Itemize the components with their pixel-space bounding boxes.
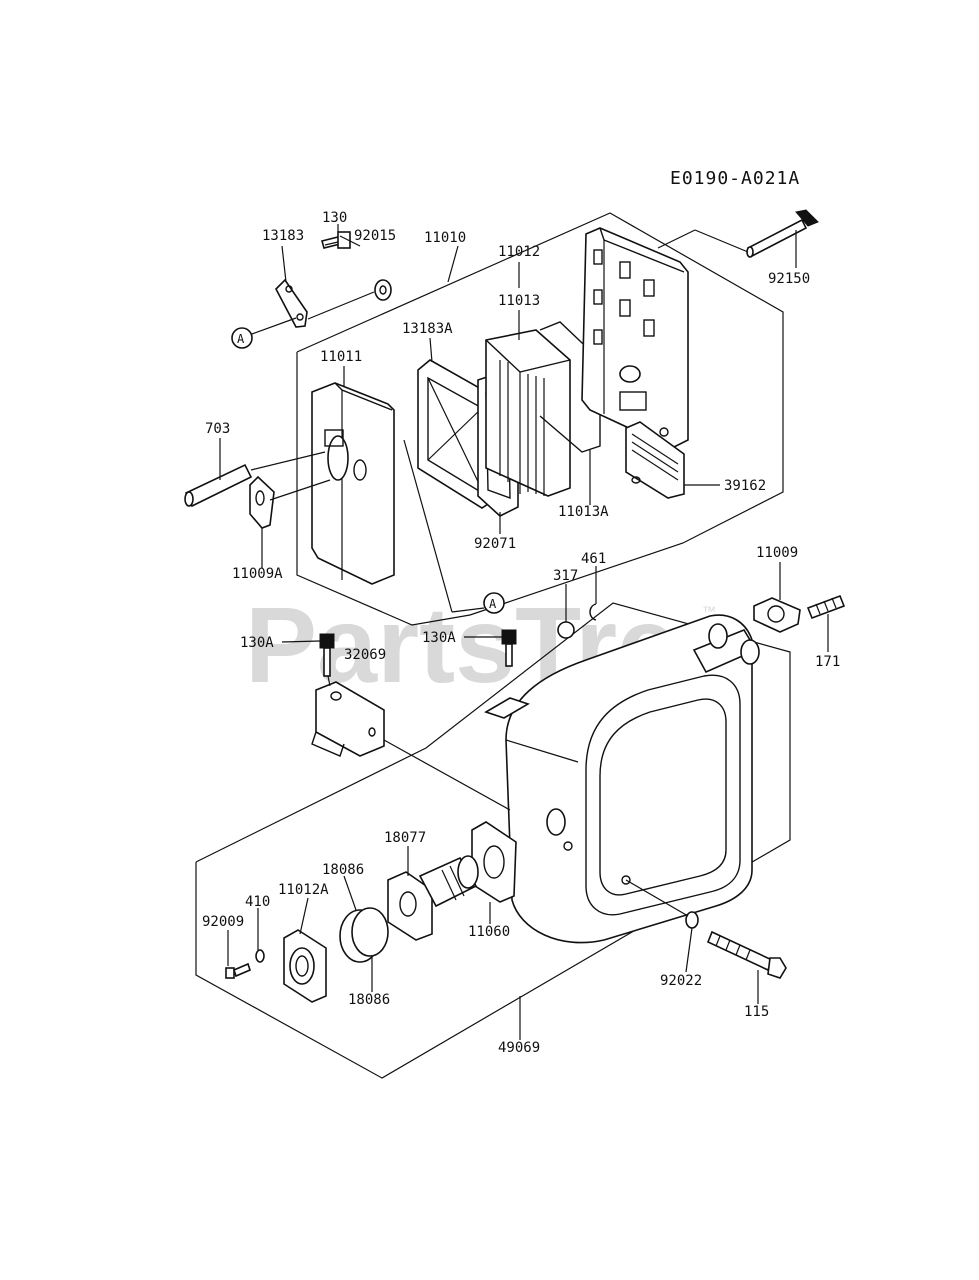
label-703: 703 [205,421,230,437]
bolt-130A-mid [501,629,517,667]
label-32069: 32069 [344,647,386,663]
bracket-13183 [275,278,308,328]
nut-92015 [374,279,392,301]
label-130A-mid: 130A [422,630,456,646]
label-11011: 11011 [320,349,362,365]
label-13183A: 13183A [402,321,453,337]
label-18086-top: 18086 [322,862,364,878]
label-130A-left: 130A [240,635,274,651]
muffler-boundary [195,602,791,1079]
label-11013: 11013 [498,293,540,309]
label-92071: 92071 [474,536,516,552]
cover-11012A [283,929,327,1003]
svg-text:A: A [237,332,245,346]
label-461: 461 [581,551,606,567]
svg-text:A: A [489,597,497,611]
gasket-11009A [249,475,275,529]
bolt-115 [706,930,787,979]
washer-92022 [685,911,699,929]
label-11012: 11012 [498,244,540,260]
nut-317 [557,621,575,639]
label-11060: 11060 [468,924,510,940]
label-18077: 18077 [384,830,426,846]
pipe-703 [184,463,253,508]
label-410: 410 [245,894,270,910]
muffler-body [484,614,760,944]
label-11012A: 11012A [278,882,329,898]
cover-11011 [311,382,395,585]
washer-410 [255,949,265,963]
label-39162: 39162 [724,478,766,494]
bolt-92150 [746,209,819,258]
label-317: 317 [553,568,578,584]
air-cleaner-boundary [296,212,784,626]
label-115: 115 [744,1004,769,1020]
label-18086-bottom: 18086 [348,992,390,1008]
bolt-130A-left [319,633,335,677]
label-171: 171 [815,654,840,670]
callout-a-upper: A [231,327,253,349]
label-11013A: 11013A [558,504,609,520]
reference-code: E0190-A021A [670,168,800,189]
label-92015: 92015 [354,228,396,244]
spark-arrester-18077 [387,855,479,941]
gasket-11009 [753,597,801,633]
bracket-32069 [311,681,385,757]
clip-461 [589,603,597,621]
label-11009A: 11009A [232,566,283,582]
label-130: 130 [322,210,347,226]
duct-39162 [625,421,685,499]
bolt-130 [321,231,351,249]
callout-a-lower: A [483,592,505,614]
label-49069: 49069 [498,1040,540,1056]
label-92150: 92150 [768,271,810,287]
cap-18086 [339,907,389,963]
label-92022: 92022 [660,973,702,989]
element-11013 [485,329,571,497]
stud-171 [806,594,846,620]
label-11010: 11010 [424,230,466,246]
label-92009: 92009 [202,914,244,930]
label-13183: 13183 [262,228,304,244]
case-11010 [581,227,689,449]
screw-92009 [225,962,251,979]
label-11009: 11009 [756,545,798,561]
